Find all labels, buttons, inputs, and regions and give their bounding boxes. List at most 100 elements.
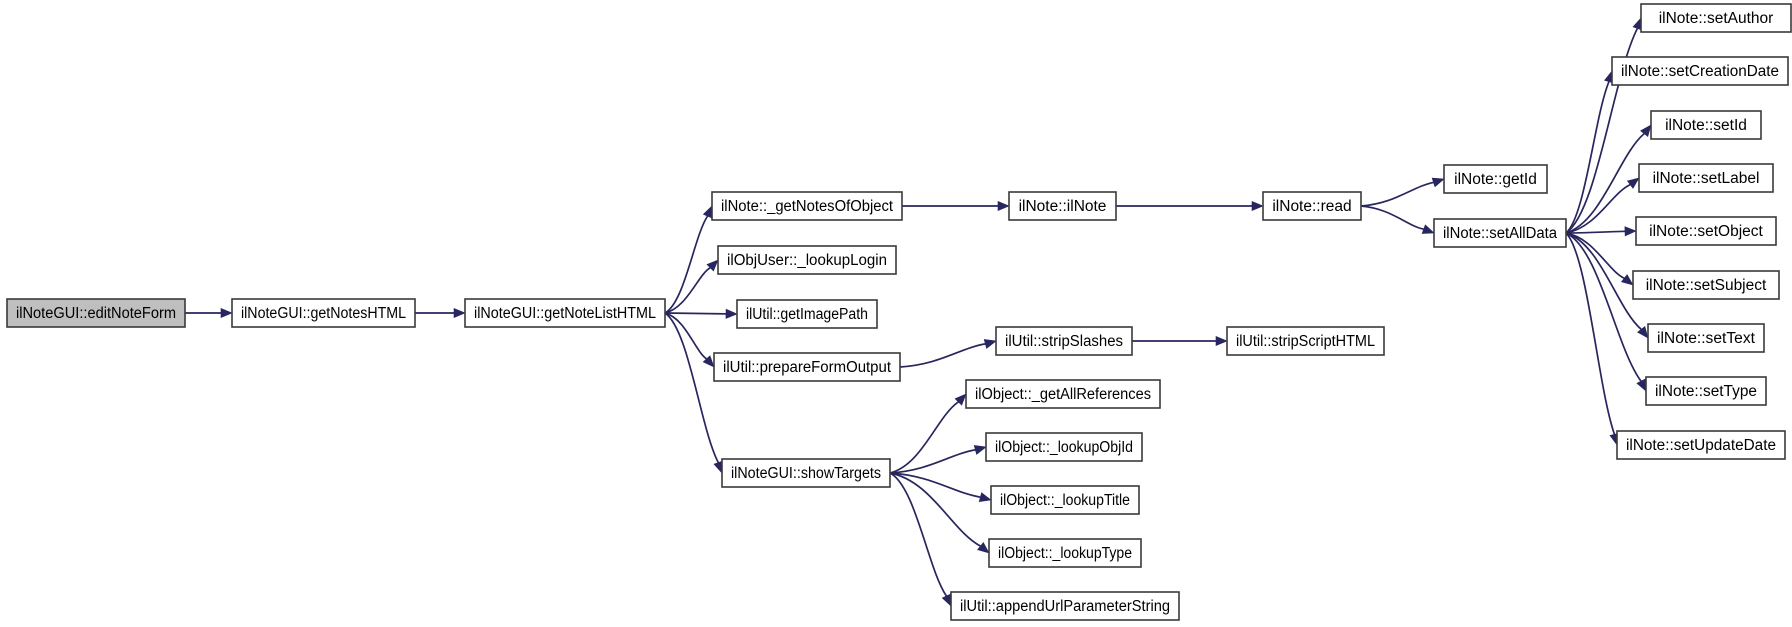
graph-node-getAllReferences[interactable]: ilObject::_getAllReferences: [965, 379, 1161, 409]
graph-node-box[interactable]: [1611, 56, 1789, 86]
call-edge-line: [664, 312, 708, 360]
graph-node-box[interactable]: [995, 326, 1133, 356]
call-edge-arrowhead: [1636, 378, 1647, 392]
graph-node-getNoteListHTML[interactable]: ilNoteGUI::getNoteListHTML: [464, 298, 666, 328]
graph-node-box[interactable]: [1443, 164, 1548, 194]
graph-node-setAllData[interactable]: ilNote::setAllData: [1433, 218, 1567, 248]
graph-node-box[interactable]: [713, 352, 901, 382]
graph-node-editNoteForm[interactable]: ilNoteGUI::editNoteForm: [6, 298, 186, 328]
call-edge-line: [889, 472, 948, 597]
graph-node-box[interactable]: [721, 458, 891, 488]
call-edge-arrowhead: [954, 393, 967, 406]
graph-node-label: ilNote::setObject: [1649, 223, 1763, 240]
call-edge-arrowhead: [997, 200, 1010, 212]
call-edge: [664, 312, 723, 474]
call-edge-line: [1360, 205, 1424, 231]
graph-node-label: ilNote::setText: [1657, 330, 1756, 347]
call-edge-line: [889, 401, 959, 474]
graph-node-box[interactable]: [1616, 430, 1786, 460]
call-edge-line: [899, 343, 986, 368]
graph-node-prepareFormOutput[interactable]: ilUtil::prepareFormOutput: [713, 352, 901, 382]
graph-node-setLabel[interactable]: ilNote::setLabel: [1638, 163, 1774, 193]
graph-node-label: ilNote::setType: [1655, 383, 1757, 400]
graph-node-box[interactable]: [985, 432, 1143, 462]
call-edge-line: [1565, 132, 1645, 234]
call-edge-line: [1565, 232, 1616, 435]
graph-node-box[interactable]: [990, 485, 1140, 515]
call-edge-line: [664, 267, 711, 314]
node-layer: ilNoteGUI::editNoteForm ilNoteGUI::getNot…: [6, 3, 1792, 621]
call-edge-line: [1565, 232, 1625, 280]
graph-node-getId[interactable]: ilNote::getId: [1443, 164, 1548, 194]
graph-node-showTargets[interactable]: ilNoteGUI::showTargets: [721, 458, 891, 488]
graph-node-box[interactable]: [1262, 191, 1362, 221]
graph-node-box[interactable]: [1226, 326, 1385, 356]
call-edge: [664, 259, 719, 314]
call-edge: [185, 307, 233, 319]
graph-node-box[interactable]: [950, 591, 1180, 621]
graph-node-box[interactable]: [6, 298, 186, 328]
graph-node-box[interactable]: [1638, 163, 1774, 193]
graph-node-box[interactable]: [1647, 323, 1765, 353]
call-edge: [889, 445, 987, 474]
graph-node-label: ilNote::getId: [1454, 171, 1537, 188]
graph-node-box[interactable]: [1632, 270, 1780, 300]
call-edge: [1565, 124, 1652, 234]
call-edge-line: [1565, 232, 1642, 382]
call-edge-line: [664, 312, 727, 315]
graph-node-label: ilUtil::stripSlashes: [1005, 333, 1123, 350]
graph-node-label: ilNote::setAuthor: [1659, 10, 1774, 27]
call-edge: [889, 472, 990, 554]
graph-node-setAuthor[interactable]: ilNote::setAuthor: [1640, 3, 1792, 33]
graph-node-setType[interactable]: ilNote::setType: [1645, 376, 1767, 406]
graph-node-box[interactable]: [1008, 191, 1117, 221]
call-edge-line: [889, 472, 981, 498]
graph-node-getNotesHTML[interactable]: ilNoteGUI::getNotesHTML: [231, 298, 416, 328]
call-edge-line: [664, 215, 709, 314]
graph-node-getNotesOfObject[interactable]: ilNote::_getNotesOfObject: [711, 191, 903, 221]
graph-node-lookupType[interactable]: ilObject::_lookupType: [988, 538, 1142, 568]
call-edge-line: [889, 472, 981, 547]
graph-node-lookupLogin[interactable]: ilObjUser::_lookupLogin: [717, 245, 897, 275]
graph-node-read[interactable]: ilNote::read: [1262, 191, 1362, 221]
graph-node-stripScriptHTML[interactable]: ilUtil::stripScriptHTML: [1226, 326, 1385, 356]
graph-node-label: ilNote::setLabel: [1653, 170, 1760, 187]
graph-node-box[interactable]: [717, 245, 897, 275]
graph-node-appendUrlParameter[interactable]: ilUtil::appendUrlParameterString: [950, 591, 1180, 621]
graph-node-box[interactable]: [988, 538, 1142, 568]
graph-node-setText[interactable]: ilNote::setText: [1647, 323, 1765, 353]
graph-node-setSubject[interactable]: ilNote::setSubject: [1632, 270, 1780, 300]
graph-node-box[interactable]: [711, 191, 903, 221]
graph-node-ilNoteCtor[interactable]: ilNote::ilNote: [1008, 191, 1117, 221]
graph-node-setCreationDate[interactable]: ilNote::setCreationDate: [1611, 56, 1789, 86]
call-edge-arrowhead: [1215, 335, 1228, 347]
graph-node-box[interactable]: [965, 379, 1161, 409]
graph-node-box[interactable]: [736, 299, 878, 329]
graph-node-lookupTitle[interactable]: ilObject::_lookupTitle: [990, 485, 1140, 515]
graph-node-box[interactable]: [1640, 3, 1792, 33]
graph-node-lookupObjId[interactable]: ilObject::_lookupObjId: [985, 432, 1143, 462]
graph-node-box[interactable]: [464, 298, 666, 328]
call-edge-arrowhead: [983, 339, 997, 349]
graph-node-box[interactable]: [1645, 376, 1767, 406]
graph-node-label: ilNote::setAllData: [1443, 225, 1557, 242]
graph-node-label: ilUtil::appendUrlParameterString: [960, 598, 1170, 615]
graph-node-getImagePath[interactable]: ilUtil::getImagePath: [736, 299, 878, 329]
graph-node-box[interactable]: [1635, 216, 1777, 246]
graph-node-setObject[interactable]: ilNote::setObject: [1635, 216, 1777, 246]
graph-node-box[interactable]: [1433, 218, 1567, 248]
graph-node-box[interactable]: [1650, 110, 1762, 140]
edge-layer: [185, 17, 1652, 607]
call-edge-arrowhead: [1640, 124, 1652, 138]
graph-node-label: ilObject::_lookupType: [998, 545, 1132, 562]
call-edge: [889, 393, 967, 474]
call-edge-arrowhead: [1624, 226, 1637, 237]
graph-node-box[interactable]: [231, 298, 416, 328]
call-edge: [664, 205, 713, 314]
graph-node-setId[interactable]: ilNote::setId: [1650, 110, 1762, 140]
graph-node-stripSlashes[interactable]: ilUtil::stripSlashes: [995, 326, 1133, 356]
graph-node-setUpdateDate[interactable]: ilNote::setUpdateDate: [1616, 430, 1786, 460]
call-edge: [889, 472, 952, 607]
